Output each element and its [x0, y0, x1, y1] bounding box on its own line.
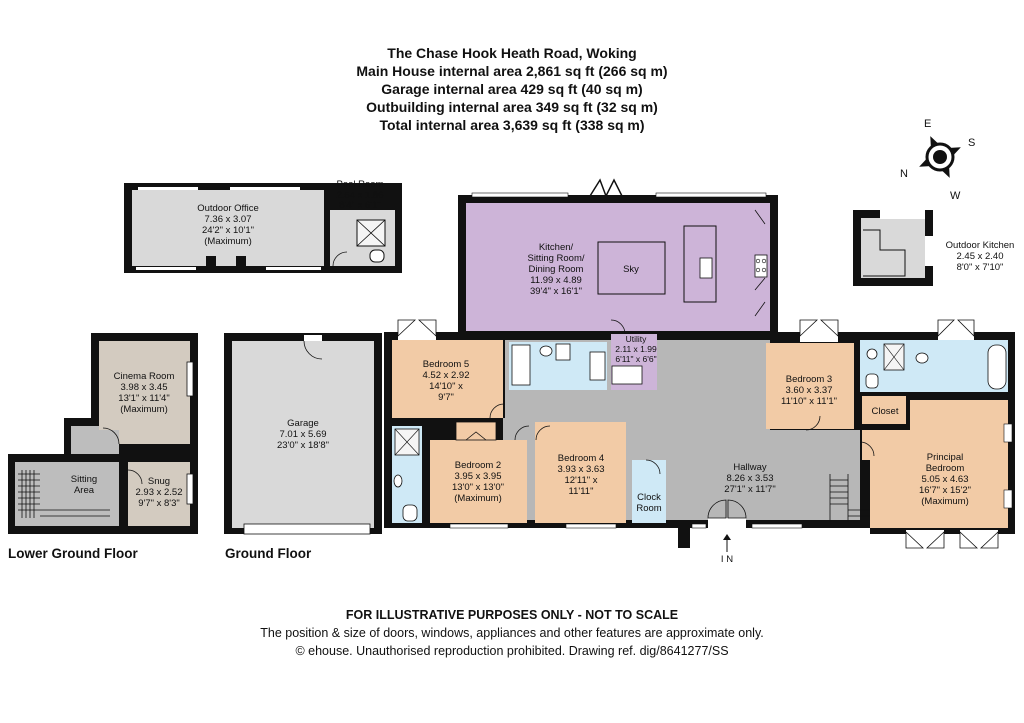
clock-room — [632, 460, 666, 523]
compass-south-label: S — [968, 137, 975, 149]
outdoor-kitchen-metric: 2.45 x 2.40 — [956, 251, 1003, 262]
principal-bedroom-note: (Maximum) — [921, 496, 969, 507]
ground-floor-label: Ground Floor — [225, 546, 312, 561]
cinema-room-name: Cinema Room — [114, 371, 175, 382]
kitchen-name-1: Kitchen/ — [539, 242, 574, 253]
skylight — [597, 241, 666, 295]
main-house-area: Main House internal area 2,861 sq ft (26… — [356, 63, 668, 79]
closet — [862, 396, 906, 424]
utility-metric: 2.11 x 1.99 — [615, 344, 657, 354]
principal-bedroom-name-1: Principal — [927, 452, 963, 463]
compass-west-label: W — [950, 190, 961, 202]
garage-area: Garage internal area 429 sq ft (40 sq m) — [381, 81, 643, 97]
bedroom-3-name: Bedroom 3 — [786, 374, 832, 385]
hallway-name: Hallway — [733, 462, 767, 473]
bedroom-4-name: Bedroom 4 — [558, 453, 604, 464]
outbuilding-area: Outbuilding internal area 349 sq ft (32 … — [366, 99, 658, 115]
main-house-structure — [384, 178, 1015, 552]
disclaimer-heading: FOR ILLUSTRATIVE PURPOSES ONLY - NOT TO … — [345, 608, 679, 622]
hallway-imperial: 27'1" x 11'7" — [724, 484, 775, 495]
bedroom-4 — [535, 422, 626, 523]
total-area: Total internal area 3,639 sq ft (338 sq … — [379, 117, 645, 133]
compass-east-label: E — [924, 118, 931, 130]
principal-bedroom-metric: 5.05 x 4.63 — [921, 474, 968, 485]
principal-bedroom-imperial: 16'7" x 15'2" — [919, 485, 971, 496]
bedroom-4-metric: 3.93 x 3.63 — [557, 464, 604, 475]
entrance-label: I N — [721, 554, 733, 565]
outdoor-kitchen-imperial: 8'0" x 7'10" — [957, 262, 1004, 273]
sitting-area — [15, 462, 119, 526]
kitchen-metric: 11.99 x 4.89 — [530, 275, 582, 286]
clock-room-name-2: Room — [636, 503, 661, 514]
utility-imperial: 6'11" x 6'6" — [615, 354, 656, 364]
sitting-area-name-1: Sitting — [71, 474, 97, 485]
outdoor-kitchen-structure — [853, 207, 935, 286]
outdoor-office-note: (Maximum) — [204, 236, 252, 247]
bedroom-3-metric: 3.60 x 3.37 — [785, 385, 832, 396]
bedroom-2-name: Bedroom 2 — [455, 460, 501, 471]
principal-ensuite — [860, 340, 1008, 392]
garage-imperial: 23'0" x 18'8" — [277, 440, 329, 451]
bedroom-3 — [766, 343, 854, 429]
bedroom-2-note: (Maximum) — [454, 493, 502, 504]
hallway-metric: 8.26 x 3.53 — [726, 473, 773, 484]
lower-ground-floor-plan — [8, 333, 198, 534]
compass-north-label: N — [900, 168, 908, 180]
closet-name: Closet — [872, 406, 899, 417]
garage-room — [232, 341, 374, 528]
bedroom-5 — [392, 340, 503, 418]
skylight-label: Sky — [623, 264, 639, 275]
utility-name: Utility — [626, 334, 648, 344]
principal-bedroom-name-2: Bedroom — [926, 463, 965, 474]
outdoor-office-name: Outdoor Office — [197, 203, 259, 214]
snug-metric: 2.93 x 2.52 — [135, 487, 182, 498]
kitchen-sitting-dining-room — [466, 203, 770, 331]
outdoor-kitchen-name: Outdoor Kitchen — [946, 240, 1015, 251]
copyright-text: © ehouse. Unauthorised reproduction proh… — [295, 644, 729, 658]
sitting-area-name-2: Area — [74, 485, 95, 496]
garage-metric: 7.01 x 5.69 — [279, 429, 326, 440]
bedroom-2-metric: 3.95 x 3.95 — [454, 471, 501, 482]
pool-room-imperial: 8'4" x 6'1" — [339, 200, 381, 211]
kitchen-imperial: 39'4" x 16'1" — [530, 286, 582, 297]
clock-room-name-1: Clock — [637, 492, 661, 503]
bedroom-5-imperial-2: 9'7" — [438, 392, 454, 403]
bedroom-4-imperial-1: 12'11" x — [564, 475, 597, 486]
bedroom-2-imperial: 13'0" x 13'0" — [452, 482, 504, 493]
bedroom-3-imperial: 11'10" x 11'1" — [781, 396, 837, 407]
bedroom-5-name: Bedroom 5 — [423, 359, 469, 370]
cinema-room — [99, 341, 190, 444]
disclaimer-text: The position & size of doors, windows, a… — [260, 626, 764, 640]
kitchen-name-3: Dining Room — [529, 264, 584, 275]
principal-bedroom — [862, 400, 1008, 528]
kitchen-name-2: Sitting Room/ — [527, 253, 584, 264]
snug-name: Snug — [148, 476, 170, 487]
bedroom-5-metric: 4.52 x 2.92 — [422, 370, 469, 381]
pool-room-metric: 2.54 x 1.86 — [336, 190, 383, 201]
lower-ground-floor-label: Lower Ground Floor — [8, 546, 138, 561]
cinema-room-metric: 3.98 x 3.45 — [120, 382, 167, 393]
bedroom-2 — [430, 440, 527, 523]
compass-icon: E S N W — [900, 118, 975, 202]
snug-imperial: 9'7" x 8'3" — [138, 498, 180, 509]
bedroom-4-imperial-2: 11'11" — [569, 486, 594, 497]
cinema-room-note: (Maximum) — [120, 404, 168, 415]
snug-room — [128, 462, 190, 526]
outbuilding-office — [124, 183, 402, 273]
garage-name: Garage — [287, 418, 319, 429]
garage-structure — [224, 333, 382, 535]
pool-room-name: Pool Room — [337, 179, 384, 190]
outdoor-office-metric: 7.36 x 3.07 — [204, 214, 251, 225]
property-address: The Chase Hook Heath Road, Woking — [387, 45, 637, 61]
outdoor-office-imperial: 24'2" x 10'1" — [202, 225, 254, 236]
bedroom-5-imperial-1: 14'10" x — [429, 381, 463, 392]
cinema-room-imperial: 13'1" x 11'4" — [118, 393, 169, 404]
